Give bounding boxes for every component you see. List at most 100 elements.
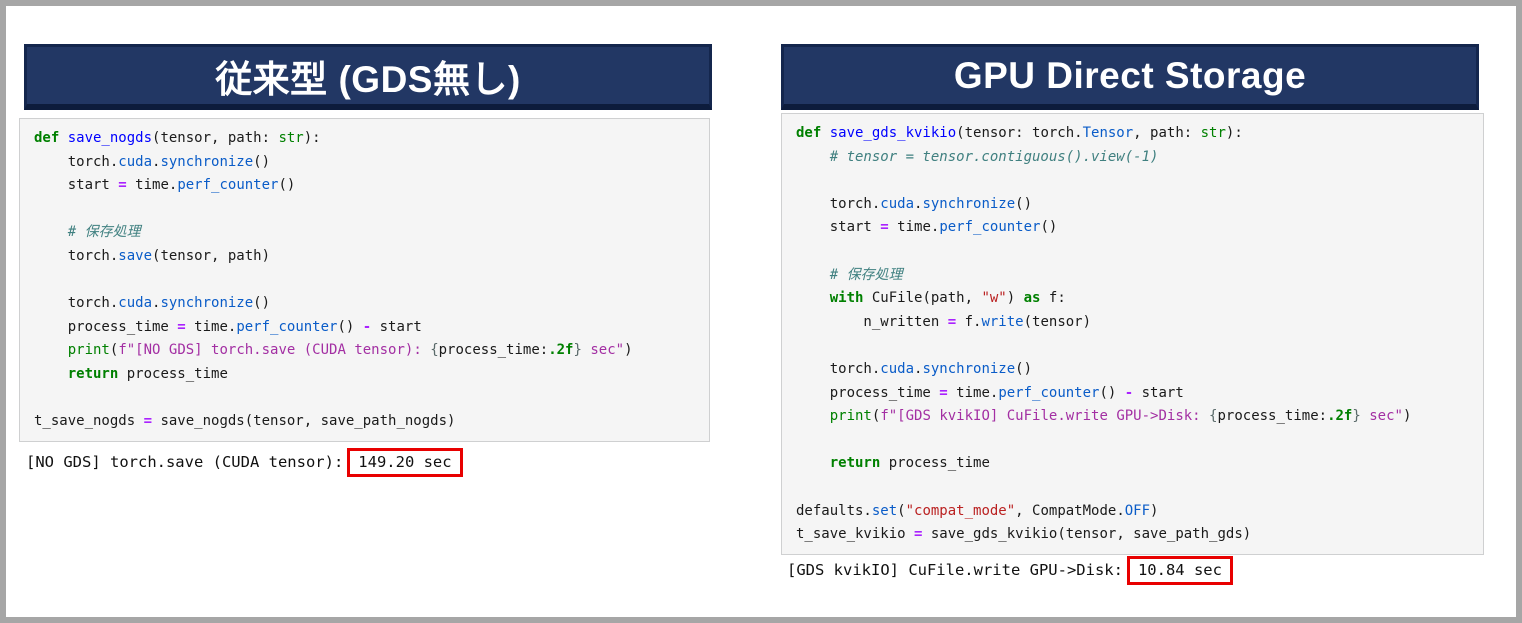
code-token: cuda — [880, 195, 915, 212]
code-token: return — [34, 365, 119, 382]
code-token: f. — [956, 313, 982, 330]
code-line: process_time = time.perf_counter() - sta… — [34, 316, 703, 340]
code-token: start — [371, 318, 422, 335]
code-token: (tensor, path) — [152, 247, 271, 264]
code-token: () — [253, 153, 271, 170]
code-token: str — [278, 130, 304, 146]
code-token: Tensor — [1082, 125, 1134, 141]
code-token: "w" — [981, 290, 1007, 307]
code-token: () — [278, 177, 296, 194]
code-token: return — [796, 455, 881, 472]
code-token: process_time: — [1217, 408, 1328, 425]
code-token: t_save_nogds — [34, 413, 144, 430]
code-token: write — [981, 313, 1024, 330]
code-token: save_nogds — [67, 130, 153, 146]
panel-title-nogds: 従来型 (GDS無し) — [215, 58, 521, 100]
code-line — [796, 429, 1477, 453]
code-token: () — [1015, 195, 1033, 212]
code-token: perf_counter — [939, 219, 1041, 236]
code-line: return process_time — [34, 363, 703, 387]
code-token: start — [1133, 384, 1184, 401]
output-label-gds: [GDS kvikIO] CuFile.write GPU->Disk: — [787, 561, 1123, 579]
code-token: time. — [185, 318, 237, 335]
code-token: - — [362, 318, 372, 335]
code-token: cuda — [880, 360, 915, 377]
code-line: print(f"[NO GDS] torch.save (CUDA tensor… — [34, 339, 703, 363]
code-token: cuda — [118, 295, 153, 312]
output-line-nogds: [NO GDS] torch.save (CUDA tensor): 149.2… — [26, 446, 463, 478]
code-token: def — [796, 125, 830, 141]
code-line — [34, 269, 703, 293]
code-token: process_time: — [438, 342, 549, 359]
code-token: ) — [1402, 408, 1412, 425]
code-line: torch.cuda.synchronize() — [34, 151, 703, 175]
code-token: perf_counter — [177, 177, 279, 194]
code-line — [34, 387, 703, 411]
code-token: () — [337, 318, 363, 335]
code-token: (tensor, path: — [152, 130, 279, 146]
code-token: torch. — [34, 295, 119, 312]
code-token: ) — [1006, 290, 1024, 307]
code-token: = — [177, 318, 186, 335]
code-token: save — [118, 247, 153, 264]
code-token: .2f — [548, 342, 574, 359]
code-token: = — [880, 219, 889, 236]
code-token: = — [143, 413, 153, 430]
code-line: torch.cuda.synchronize() — [34, 292, 703, 316]
code-token: ( — [871, 408, 881, 425]
code-token: f"[NO GDS] torch.save (CUDA tensor): — [118, 342, 431, 359]
code-token: # tensor = tensor.contiguous().view(-1) — [796, 148, 1159, 165]
code-token: ( — [109, 342, 119, 359]
code-token: synchronize — [922, 195, 1016, 212]
code-token: } — [573, 342, 582, 359]
code-line: def save_nogds(tensor, path: str): — [34, 127, 703, 151]
code-token: print — [829, 408, 872, 425]
code-token: cuda — [118, 153, 153, 170]
code-token: # 保存処理 — [796, 266, 903, 283]
code-token: . — [914, 195, 923, 212]
code-token: set — [871, 502, 898, 519]
code-token: torch. — [796, 360, 881, 377]
code-line: def save_gds_kvikio(tensor: torch.Tensor… — [796, 122, 1477, 146]
code-token: process_time — [34, 318, 178, 335]
code-token — [796, 408, 830, 424]
panel-header-gds: GPU Direct Storage — [781, 44, 1479, 110]
code-line: # tensor = tensor.contiguous().view(-1) — [796, 146, 1477, 170]
code-line: process_time = time.perf_counter() - sta… — [796, 382, 1477, 406]
code-token: as — [1023, 290, 1041, 307]
code-token: synchronize — [160, 153, 254, 170]
code-line: # 保存処理 — [34, 221, 703, 245]
timing-highlight-box-nogds: 149.20 sec — [347, 447, 463, 477]
code-line: with CuFile(path, "w") as f: — [796, 287, 1477, 311]
code-token: sec" — [1360, 408, 1403, 425]
code-token: process_time — [880, 455, 990, 472]
code-token: . — [914, 360, 923, 377]
code-line: print(f"[GDS kvikIO] CuFile.write GPU->D… — [796, 405, 1477, 429]
code-token: f: — [1040, 290, 1066, 307]
code-token: perf_counter — [998, 384, 1100, 401]
code-token: . — [152, 295, 161, 312]
code-line: start = time.perf_counter() — [34, 174, 703, 198]
code-token: torch. — [796, 195, 881, 212]
code-token: , CompatMode. — [1015, 502, 1125, 519]
code-line: t_save_kvikio = save_gds_kvikio(tensor, … — [796, 523, 1477, 547]
code-token: time. — [947, 384, 999, 401]
code-token: (tensor) — [1023, 313, 1092, 330]
code-token: perf_counter — [236, 318, 338, 335]
code-token: synchronize — [160, 295, 254, 312]
output-line-gds: [GDS kvikIO] CuFile.write GPU->Disk: 10.… — [787, 554, 1233, 586]
code-token: n_written — [796, 313, 948, 330]
code-token: ): — [303, 130, 321, 146]
code-line — [796, 334, 1477, 358]
code-token: = — [939, 384, 948, 401]
code-token: def — [34, 130, 68, 146]
code-token: CuFile(path, — [863, 290, 982, 307]
code-token: start — [34, 177, 119, 194]
code-token: # 保存処理 — [34, 224, 141, 241]
code-token: print — [67, 342, 110, 359]
panel-title-gds: GPU Direct Storage — [953, 54, 1307, 96]
code-token: () — [1040, 219, 1058, 236]
code-token: save_nogds(tensor, save_path_nogds) — [152, 413, 456, 430]
code-token: start — [796, 219, 881, 236]
